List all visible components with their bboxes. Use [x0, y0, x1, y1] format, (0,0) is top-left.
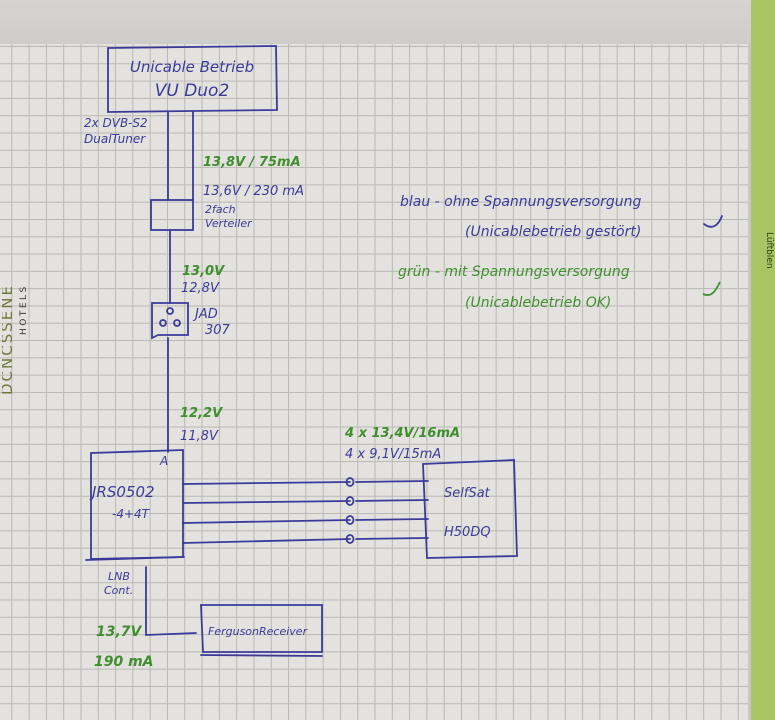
- strip-text: Lüftblen: [764, 232, 774, 269]
- socket-box: [151, 302, 189, 340]
- tuner-note-line1: 2x DVB-S2: [84, 116, 148, 130]
- multiswitch-port: A: [159, 454, 168, 468]
- splitter-line1: 2fach: [205, 203, 236, 216]
- source-box-line1: Unicable Betrieb: [130, 58, 254, 76]
- lnb-connector-1: [345, 477, 355, 487]
- receiver-base: [200, 654, 323, 657]
- receiver-current: 190 mA: [94, 654, 154, 670]
- lnb-connector-4: [345, 534, 355, 544]
- seg2-green: 13,0V: [182, 264, 225, 279]
- socket-hole-left: [159, 319, 167, 327]
- lnb-line-1: [182, 480, 429, 485]
- brand-name: DCNCSSENE: [2, 284, 16, 395]
- socket-hole-top: [166, 307, 174, 315]
- tuner-note-line2: DualTuner: [84, 132, 146, 146]
- brand-subtitle: HOTELS: [19, 284, 29, 335]
- lnb-connector-3: [345, 515, 355, 525]
- source-box-outline: [107, 45, 278, 113]
- green-notebook-strip: Lüftblen: [751, 0, 775, 720]
- splitter-line2: Verteiler: [205, 217, 253, 230]
- lnb-connector-2: [345, 496, 355, 506]
- lnb-line-3: [182, 518, 429, 524]
- multiswitch-box: [90, 449, 184, 560]
- legend-blue-line2: (Unicablebetrieb gestört): [465, 224, 641, 240]
- legend-green-line2: (Unicablebetrieb OK): [465, 295, 611, 311]
- lnb-box: [422, 459, 518, 559]
- lnb-lines-green: 4 x 13,4V/16mA: [344, 426, 460, 441]
- receiver-voltage: 13,7V: [96, 624, 143, 640]
- multiswitch-line2: -4+4T: [112, 507, 151, 521]
- seg1-green: 13,8V / 75mA: [203, 155, 301, 170]
- lnb-cont-line1: LNB: [108, 570, 130, 583]
- legend-blue-line1: blau - ohne Spannungsversorgung: [400, 194, 641, 210]
- seg3-blue: 11,8V: [180, 429, 219, 444]
- lnb-box-line2: H50DQ: [444, 525, 491, 540]
- seg3-green: 12,2V: [180, 406, 223, 421]
- legend-green-curl: [702, 281, 721, 296]
- seg2-blue: 12,8V: [181, 281, 220, 296]
- lnb-lines-blue: 4 x 9,1V/15mA: [345, 447, 441, 462]
- lnb-line-2: [182, 499, 429, 504]
- multiswitch-base: [85, 556, 185, 561]
- lnb-cont-line2: Cont.: [104, 584, 133, 597]
- multiswitch-line1: JRS0502: [89, 483, 155, 501]
- socket-line1: JAD: [192, 307, 218, 322]
- legend-green-line1: grün - mit Spannungsversorgung: [398, 264, 630, 280]
- socket-hole-right: [173, 319, 181, 327]
- lnb-box-line1: SelfSat: [444, 486, 491, 501]
- source-box-line2: VU Duo2: [155, 81, 230, 101]
- receiver-box: [200, 604, 323, 653]
- receiver-label: FergusonReceiver: [208, 625, 309, 638]
- socket-line2: 307: [205, 323, 231, 338]
- paper-background-top: [0, 0, 752, 44]
- seg1-blue: 13,6V / 230 mA: [203, 184, 304, 199]
- lnb-line-4: [182, 537, 429, 544]
- legend-blue-curl: [703, 215, 723, 228]
- splitter-box: [150, 199, 194, 231]
- graph-paper: [0, 44, 748, 720]
- hotel-brand-logo: DCNCSSENE HOTELS: [2, 284, 29, 395]
- cable-receiver: [145, 566, 197, 636]
